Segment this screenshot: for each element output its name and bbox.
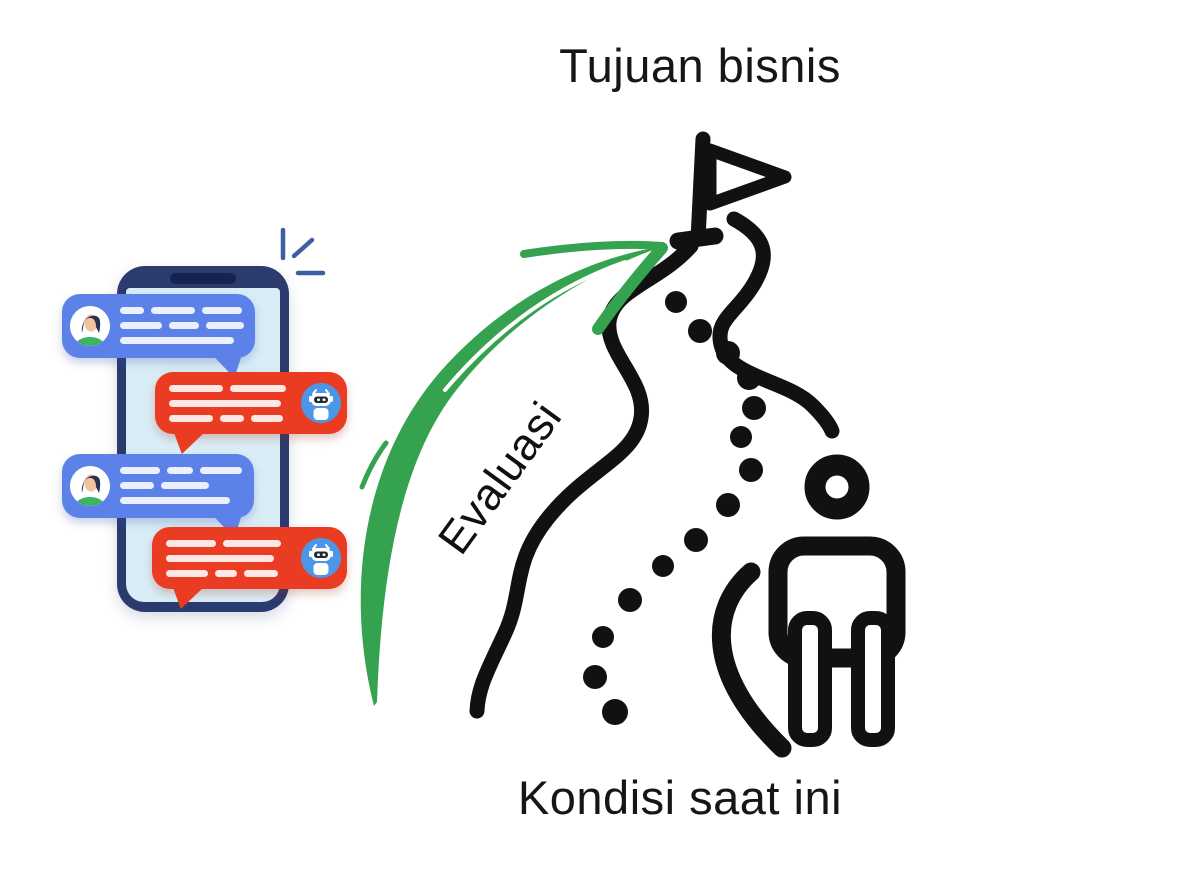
flag-banner (703, 143, 792, 211)
arrow-head-lower-barb (592, 242, 668, 335)
bubble-text-placeholder (169, 385, 289, 422)
chat-bubble-user-2 (62, 454, 254, 538)
chat-bubble-bot-2 (152, 527, 347, 609)
arrow-hair-stroke (359, 440, 389, 490)
road-right-edge (712, 211, 840, 439)
road-dotted-center-line (583, 291, 766, 725)
person-head (804, 454, 870, 520)
current-condition-label: Kondisi saat ini (517, 771, 843, 824)
chat-bubble-bot-1 (155, 372, 347, 454)
chat-bubble-user-1 (62, 294, 255, 378)
woman-avatar-icon (70, 306, 110, 346)
winding-road (469, 211, 840, 725)
curved-arrow-icon (359, 240, 668, 706)
bubble-text-placeholder (120, 467, 244, 504)
person-right-leg (851, 611, 895, 747)
arrow-highlight (443, 260, 627, 392)
woman-avatar-icon (70, 466, 110, 506)
flag-pole (690, 131, 711, 247)
robot-avatar-icon (301, 538, 341, 578)
person-left-leg (788, 611, 832, 747)
flag-icon (669, 131, 792, 250)
person-motion-arc (711, 562, 792, 758)
phone-notch (170, 273, 236, 284)
bubble-text-placeholder (120, 307, 244, 344)
person-icon (711, 454, 906, 758)
notification-spark-icon (280, 227, 326, 276)
arrow-head-upper-barb (520, 240, 666, 258)
goal-label: Tujuan bisnis (559, 39, 841, 92)
robot-avatar-icon (301, 383, 341, 423)
bubble-text-placeholder (166, 540, 286, 577)
